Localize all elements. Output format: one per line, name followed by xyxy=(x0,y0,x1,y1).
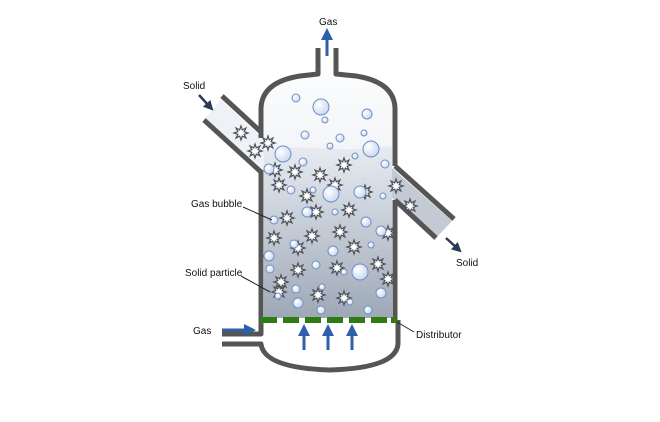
solid-particle-icon xyxy=(270,176,288,194)
freeboard-region xyxy=(264,48,392,148)
label-solid-inlet: Solid xyxy=(183,81,205,92)
gas-bubble-icon xyxy=(360,216,372,228)
gas-bubble-icon xyxy=(362,140,380,158)
gas-bubble-icon xyxy=(269,215,279,225)
solid-particle-icon xyxy=(335,156,353,174)
gas-bubble-icon xyxy=(311,260,321,270)
gas-bubbles xyxy=(263,93,390,315)
gas-bubble-icon xyxy=(335,133,345,143)
solid-particle-icon xyxy=(289,261,307,279)
vessel-wall xyxy=(202,48,456,373)
gas-bubble-icon xyxy=(291,93,301,103)
solid-outlet-arrow xyxy=(445,237,462,253)
solid-particle-icon xyxy=(272,273,290,291)
solid-particle-icon xyxy=(369,255,387,273)
gas-bubble-icon xyxy=(367,241,375,249)
label-gas-bubble: Gas bubble xyxy=(191,199,243,210)
gas-bubble-icon xyxy=(327,245,339,257)
solid-particle-icon xyxy=(340,201,358,219)
gas-bubble-icon xyxy=(301,206,313,218)
solid-particle-icon xyxy=(232,124,250,142)
label-solid-particle: Solid particle xyxy=(185,268,243,279)
solid-particle-icon xyxy=(387,177,405,195)
solid-particle-icon xyxy=(311,166,329,184)
gas-bubble-icon xyxy=(326,142,334,150)
solid-particle-icon xyxy=(278,209,296,227)
solid-particle-icon xyxy=(303,227,321,245)
gas-bubble-icon xyxy=(318,283,326,291)
solid-particles xyxy=(232,124,419,307)
gas-bubble-icon xyxy=(286,185,296,195)
solid-particle-icon xyxy=(265,229,283,247)
solid-particle-icon xyxy=(401,197,419,215)
solid-outlet-pipe-interior xyxy=(392,168,452,238)
solid-particle-icon xyxy=(328,259,346,277)
gas-bubble-icon xyxy=(274,145,292,163)
solid-inlet-pipe-interior xyxy=(205,100,264,170)
gas-bubble-icon xyxy=(291,284,301,294)
solid-particle-icon xyxy=(307,203,325,221)
solid-particle-icon xyxy=(345,238,363,256)
gas-bubble-icon xyxy=(263,250,275,262)
gas-bubble-icon xyxy=(309,186,317,194)
solid-particle-icon xyxy=(298,187,316,205)
distributor-leader xyxy=(396,321,415,333)
gas-bubble-icon xyxy=(321,116,329,124)
gas-bubble-icon xyxy=(265,264,275,274)
solid-particle-leader xyxy=(240,275,271,293)
distributor-plate xyxy=(260,317,397,323)
gas-bubble-icon xyxy=(331,208,339,216)
gas-bubble-icon xyxy=(353,185,367,199)
label-gas-outlet: Gas xyxy=(319,17,337,28)
gas-bubble-icon xyxy=(351,263,369,281)
solid-particle-icon xyxy=(259,134,277,152)
solid-inlet-arrow xyxy=(198,94,214,111)
gas-bubble-icon xyxy=(274,292,282,300)
gas-bubble-icon xyxy=(316,305,326,315)
gas-bubble-icon xyxy=(346,298,354,306)
solid-particle-icon xyxy=(309,286,327,304)
gas-bubble-icon xyxy=(340,268,348,276)
gas-bubble-icon xyxy=(351,152,359,160)
gas-bubble-icon xyxy=(360,129,368,137)
gas-bubble-icon xyxy=(292,297,304,309)
gas-bubble-icon xyxy=(298,157,308,167)
solid-particle-icon xyxy=(331,223,349,241)
gas-bubble-leader xyxy=(242,206,273,221)
solid-particle-icon xyxy=(246,142,264,160)
gas-bubble-icon xyxy=(363,305,373,315)
gas-bubble-icon xyxy=(375,225,387,237)
solid-particle-icon xyxy=(379,270,397,288)
gas-bubble-icon xyxy=(379,192,387,200)
gas-bubble-icon xyxy=(300,130,310,140)
label-gas-inlet: Gas xyxy=(193,326,211,337)
gas-bubble-icon xyxy=(361,108,373,120)
label-solid-outlet: Solid xyxy=(456,258,478,269)
gas-bubble-icon xyxy=(312,98,330,116)
gas-bubble-icon xyxy=(263,163,275,175)
solid-particle-icon xyxy=(286,163,304,181)
gas-bubble-icon xyxy=(375,287,387,299)
gas-bubble-icon xyxy=(289,239,299,249)
label-distributor: Distributor xyxy=(416,330,462,341)
gas-bubble-icon xyxy=(322,185,340,203)
gas-bubble-icon xyxy=(380,159,390,169)
